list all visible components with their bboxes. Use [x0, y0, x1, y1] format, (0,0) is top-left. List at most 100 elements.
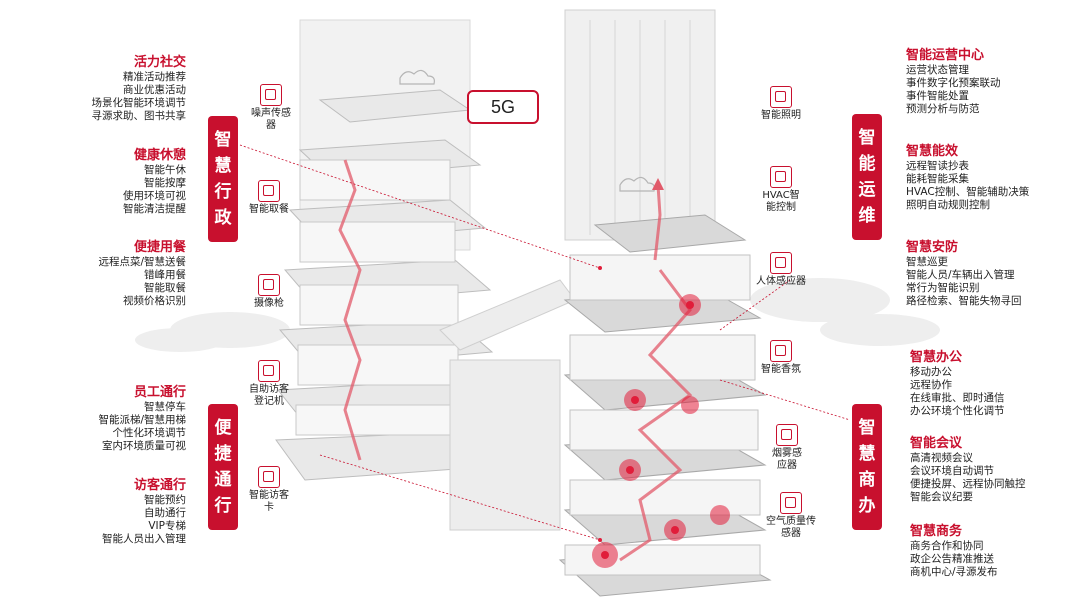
group-item: 事件智能处置	[906, 90, 969, 102]
group-item: 智能取餐	[144, 282, 186, 294]
group-item: 智能预约	[144, 494, 186, 506]
group-commerce: 智慧商务 商务合作和协同 政企公告精准推送 商机中心/寻源发布	[910, 524, 1080, 579]
group-item: 智能清洁提醒	[123, 203, 186, 215]
category-char: 智	[214, 130, 232, 150]
category-char: 智	[858, 418, 876, 438]
group-item: 智能人员/车辆出入管理	[906, 269, 1015, 281]
group-meeting: 智能会议 高清视频会议 会议环境自动调节 便捷投屏、远程协同触控 智能会议纪要	[910, 436, 1080, 504]
group-item: 高清视频会议	[910, 452, 973, 464]
sensor-label: 空气质量传感器	[766, 516, 816, 539]
5g-badge: 5G	[467, 90, 539, 124]
group-item: 智能派梯/智慧用梯	[98, 414, 186, 426]
category-char: 通	[214, 470, 232, 490]
category-char: 慧	[858, 444, 876, 464]
group-title: 活力社交	[133, 55, 186, 70]
visitor-kiosk-icon	[258, 360, 280, 382]
sensor-meal-pickup: 智能取餐	[230, 180, 308, 216]
group-item: 会议环境自动调节	[910, 465, 994, 477]
group-social: 活力社交 精准活动推荐 商业优惠活动 场景化智能环境调节 寻源求助、图书共享	[6, 55, 187, 123]
category-convenient-access: 便 捷 通 行	[208, 404, 238, 530]
sensor-label: 噪声传感器	[251, 108, 291, 131]
smoke-sensor-icon	[776, 424, 798, 446]
category-smart-business: 智 慧 商 办	[852, 404, 882, 530]
group-item: 在线审批、即时通信	[910, 392, 1005, 404]
group-dining: 便捷用餐 远程点菜/智慧送餐 错峰用餐 智能取餐 视频价格识别	[6, 240, 186, 308]
group-visitor-access: 访客通行 智能预约 自助通行 VIP专梯 智能人员出入管理	[6, 478, 186, 546]
sensor-camera: 摄像枪	[230, 274, 308, 310]
sensor-label: 烟雾感应器	[772, 448, 802, 471]
group-item: HVAC控制、智能辅助决策	[906, 186, 1030, 198]
group-item: 室内环境质量可视	[102, 440, 186, 452]
group-rest: 健康休憩 智能午休 智能按摩 使用环境可视 智能清洁提醒	[6, 148, 186, 216]
motion-sensor-icon	[770, 252, 792, 274]
group-item: 移动办公	[910, 366, 952, 378]
group-item: 预测分析与防范	[906, 103, 980, 115]
group-office: 智慧办公 移动办公 远程协作 在线审批、即时通信 办公环境个性化调节	[910, 350, 1080, 418]
group-item: 智能人员出入管理	[102, 533, 186, 545]
category-char: 行	[214, 496, 232, 516]
group-item: 场景化智能环境调节	[91, 97, 187, 109]
sensor-label: HVAC智能控制	[762, 190, 800, 213]
category-char: 运	[858, 180, 876, 200]
hvac-icon	[770, 166, 792, 188]
group-item: 事件数字化预案联动	[906, 77, 1001, 89]
group-title: 智慧商务	[910, 524, 963, 539]
sensor-label: 智能香氛	[761, 364, 801, 375]
group-item: 政企公告精准推送	[910, 553, 994, 565]
sensor-label: 智能取餐	[249, 204, 289, 215]
group-item: 远程协作	[910, 379, 952, 391]
group-title: 便捷用餐	[133, 240, 186, 255]
group-item: 常行为智能识别	[906, 282, 980, 294]
sensor-visitor-card: 智能访客卡	[230, 466, 308, 514]
air-quality-icon	[780, 492, 802, 514]
group-title: 智能运营中心	[906, 48, 985, 63]
sensor-label: 智能访客卡	[249, 490, 289, 513]
sensor-smoke: 烟雾感应器	[748, 424, 826, 472]
group-title: 智慧能效	[906, 144, 959, 159]
group-item: 个性化环境调节	[112, 427, 187, 439]
sensor-motion: 人体感应器	[742, 252, 820, 288]
group-title: 智能会议	[910, 436, 963, 451]
group-operations-center: 智能运营中心 运营状态管理 事件数字化预案联动 事件智能处置 预测分析与防范	[906, 48, 1080, 116]
group-item: 运营状态管理	[906, 64, 969, 76]
group-energy: 智慧能效 远程智读抄表 能耗智能采集 HVAC控制、智能辅助决策 照明自动规则控…	[906, 144, 1080, 212]
group-item: 寻源求助、图书共享	[91, 110, 187, 122]
group-item: 办公环境个性化调节	[910, 405, 1005, 417]
group-item: 智慧停车	[144, 401, 186, 413]
category-char: 商	[858, 470, 876, 490]
category-char: 智	[858, 128, 876, 148]
category-char: 办	[858, 496, 876, 516]
category-char: 维	[858, 206, 876, 226]
noise-sensor-icon	[260, 84, 282, 106]
sensor-lighting: 智能照明	[742, 86, 820, 122]
group-item: 精准活动推荐	[123, 71, 186, 83]
group-item: 智能会议纪要	[910, 491, 973, 503]
group-title: 智慧安防	[906, 240, 959, 255]
category-smart-admin: 智 慧 行 政	[208, 116, 238, 242]
group-security: 智慧安防 智慧巡更 智能人员/车辆出入管理 常行为智能识别 路径检索、智能失物寻…	[906, 240, 1080, 308]
category-char: 慧	[214, 156, 232, 176]
lighting-icon	[770, 86, 792, 108]
group-item: 商务合作和协同	[910, 540, 984, 552]
category-char: 便	[214, 418, 232, 438]
group-title: 智慧办公	[910, 350, 963, 365]
group-title: 健康休憩	[133, 148, 186, 163]
meal-pickup-icon	[258, 180, 280, 202]
group-staff-access: 员工通行 智慧停车 智能派梯/智慧用梯 个性化环境调节 室内环境质量可视	[6, 385, 186, 453]
sensor-label: 人体感应器	[756, 276, 806, 287]
sensor-hvac: HVAC智能控制	[742, 166, 820, 214]
aroma-icon	[770, 340, 792, 362]
group-item: 照明自动规则控制	[906, 199, 990, 211]
sensor-aroma: 智能香氛	[742, 340, 820, 376]
group-item: 智能按摩	[144, 177, 186, 189]
category-char: 能	[858, 154, 876, 174]
group-item: 远程智读抄表	[906, 160, 969, 172]
group-item: VIP专梯	[148, 520, 186, 532]
sensor-label: 摄像枪	[254, 298, 284, 309]
group-title: 访客通行	[133, 478, 186, 493]
group-item: 商机中心/寻源发布	[910, 566, 998, 578]
sensor-noise: 噪声传感器	[232, 84, 310, 132]
sensor-air-quality: 空气质量传感器	[752, 492, 830, 540]
group-item: 能耗智能采集	[906, 173, 969, 185]
